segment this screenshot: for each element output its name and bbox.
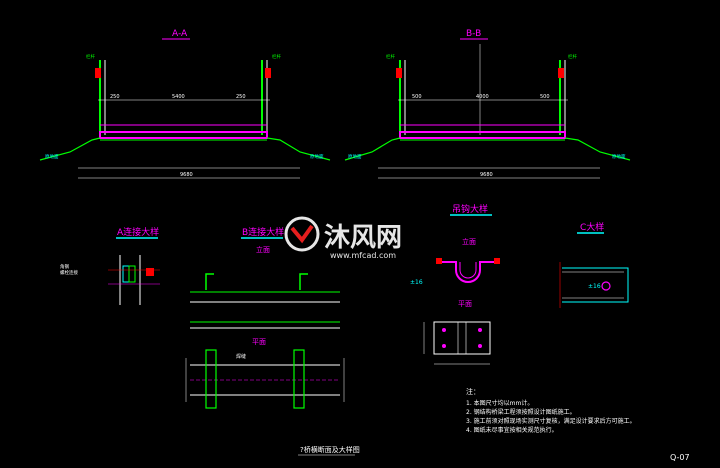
aa-label-left: 栏杆 — [86, 53, 95, 60]
detail-hook-dim: ±16 — [410, 279, 423, 286]
detail-b-weld-label: 焊缝 — [236, 353, 246, 360]
sheet-number: Q-07 — [670, 453, 690, 462]
svg-text:栏杆: 栏杆 — [386, 53, 395, 60]
aa-label-slope-left: 原地面 — [45, 153, 59, 160]
aa-left-slope — [39, 137, 101, 161]
detail-a: A连接大样 角钢 螺栓连接 — [60, 226, 160, 305]
svg-text:角钢: 角钢 — [60, 263, 69, 270]
aa-dim-total: 9680 — [180, 172, 193, 178]
bb-dim-total: 9680 — [480, 172, 493, 178]
bb-dim-top-mid: 4000 — [476, 94, 489, 100]
detail-hook-plan-label: 平面 — [458, 300, 472, 308]
aa-dim-top-left: 250 — [110, 94, 120, 100]
aa-dim-top-right: 250 — [236, 94, 246, 100]
detail-a-title: A连接大样 — [117, 226, 159, 238]
right-post-cap — [265, 68, 271, 78]
detail-hook-elev-label: 立面 — [462, 237, 476, 246]
watermark-url: www.mfcad.com — [330, 251, 396, 260]
detail-c: C大样 ±16 — [559, 221, 629, 308]
watermark-brand: 沐风网 — [324, 223, 402, 253]
notes: 注： 1. 本图尺寸均以mm计。 2. 钢结构桥梁工程须按照设计图纸施工。 3.… — [466, 387, 636, 434]
left-post-cap — [95, 68, 101, 78]
notes-line-1: 1. 本图尺寸均以mm计。 — [466, 399, 533, 407]
watermark-logo-icon — [284, 216, 320, 252]
bb-dim-top-right: 500 — [540, 94, 550, 100]
aa-label-right: 栏杆 — [272, 53, 281, 60]
detail-b-title: B连接大样 — [242, 226, 284, 238]
detail-hook-title: 吊钩大样 — [452, 203, 488, 215]
section-aa-title: A-A — [172, 29, 188, 39]
svg-text:原地面: 原地面 — [612, 153, 626, 160]
notes-line-2: 2. 钢结构桥梁工程须按照设计图纸施工。 — [466, 408, 576, 416]
detail-c-dim: ±16 — [588, 283, 601, 290]
detail-b: B连接大样 立面 平面 焊缝 — [185, 226, 345, 409]
svg-text:栏杆: 栏杆 — [568, 53, 577, 60]
aa-right-slope — [266, 137, 331, 161]
aa-label-slope-right: 原地面 — [310, 153, 324, 160]
drawing-caption: ?桥横断面及大样图 — [300, 445, 360, 454]
svg-text:原地面: 原地面 — [348, 153, 362, 160]
section-bb-title: B-B — [466, 29, 481, 39]
section-aa: A-A 250 5400 250 9680 栏杆 栏杆 原地面 原地面 — [39, 29, 331, 179]
detail-c-title: C大样 — [580, 221, 604, 233]
detail-hook: 吊钩大样 立面 ±16 平面 — [410, 203, 500, 365]
aa-dim-top-mid: 5400 — [172, 94, 185, 100]
detail-b-elev-label: 立面 — [256, 245, 270, 254]
bb-dim-top-left: 500 — [412, 94, 422, 100]
bb-deck — [399, 131, 566, 139]
detail-b-plan-label: 平面 — [252, 338, 266, 346]
notes-line-3: 3. 施工前须对照现场实测尺寸复核，满足设计要求后方可施工。 — [466, 417, 636, 425]
aa-deck — [99, 131, 268, 139]
svg-text:螺栓连接: 螺栓连接 — [60, 269, 78, 276]
section-bb: B-B 500 4000 500 9680 栏杆 栏杆 原地面 原地面 — [344, 29, 631, 179]
footer: ?桥横断面及大样图 Q-07 — [298, 445, 690, 462]
notes-line-4: 4. 图纸未尽事宜按相关规范执行。 — [466, 426, 558, 434]
watermark: 沐风网 www.mfcad.com — [284, 216, 402, 260]
notes-heading: 注： — [466, 387, 480, 396]
